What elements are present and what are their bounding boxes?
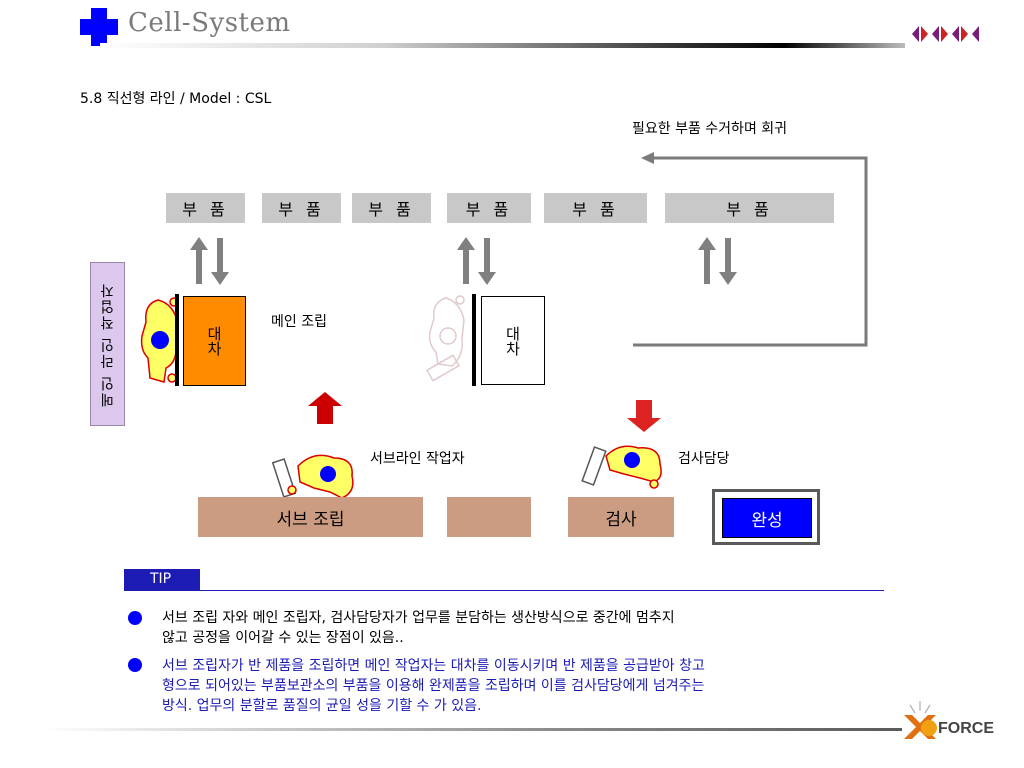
inspector-icon — [581, 445, 662, 489]
subline-worker-icon — [271, 454, 354, 499]
down-arrow-icon — [627, 400, 661, 432]
second-cart-label: 대차 — [503, 325, 522, 356]
exchange-arrows-icon — [457, 237, 496, 285]
tip-item: 서브 조립자가 반 제품을 조립하면 메인 작업자는 대차를 이동시키며 반 제… — [162, 658, 705, 714]
subline-worker-label: 서브라인 작업자 — [370, 451, 465, 467]
up-arrow-icon — [308, 392, 342, 424]
section-subtitle: 5.8 직선형 라인 / Model : CSL — [80, 91, 272, 107]
part-box: 부 품 — [665, 193, 834, 223]
part-box: 부 품 — [544, 193, 647, 223]
part-box: 부 품 — [447, 193, 531, 223]
tip-divider — [124, 590, 884, 591]
done-label: 완성 — [722, 498, 812, 538]
second-cart: 대차 — [481, 296, 545, 385]
second-cart-handle — [472, 294, 476, 386]
tip-item: 서브 조립 자와 메인 조립자, 검사담당자가 업무를 분담하는 생산방식으로 … — [162, 610, 675, 646]
faded-worker-icon — [425, 295, 465, 382]
part-box: 부 품 — [352, 193, 431, 223]
part-box: 부 품 — [262, 193, 341, 223]
header-diamonds-icon — [912, 26, 979, 42]
main-cart-label: 대차 — [205, 326, 223, 356]
header-divider — [100, 43, 905, 48]
main-assembly-label: 메인 조립 — [271, 314, 327, 330]
footer-divider — [42, 728, 902, 731]
bullet-icon — [128, 658, 142, 672]
buffer-box — [447, 497, 531, 537]
inspection-box: 검사 — [568, 497, 674, 537]
main-cart: 대차 — [183, 296, 246, 386]
return-note: 필요한 부품 수거하며 회귀 — [632, 121, 788, 137]
sub-assembly-box: 서브 조립 — [198, 497, 423, 537]
part-box: 부 품 — [166, 193, 245, 223]
header-logo-icon — [80, 8, 118, 46]
inspector-label: 검사담당 — [678, 451, 730, 467]
bullet-icon — [128, 611, 142, 625]
force-logo-text: FORCE — [938, 720, 994, 737]
page-title: Cell-System — [128, 8, 291, 38]
exchange-arrows-icon — [190, 237, 229, 285]
done-box: 완성 — [712, 489, 820, 545]
force-logo-icon — [904, 701, 937, 739]
exchange-arrows-icon — [698, 237, 737, 285]
main-line-worker-label: 메인 라인 작업자 — [90, 262, 125, 426]
tip-badge: TIP — [124, 569, 200, 590]
main-cart-handle — [175, 294, 179, 386]
